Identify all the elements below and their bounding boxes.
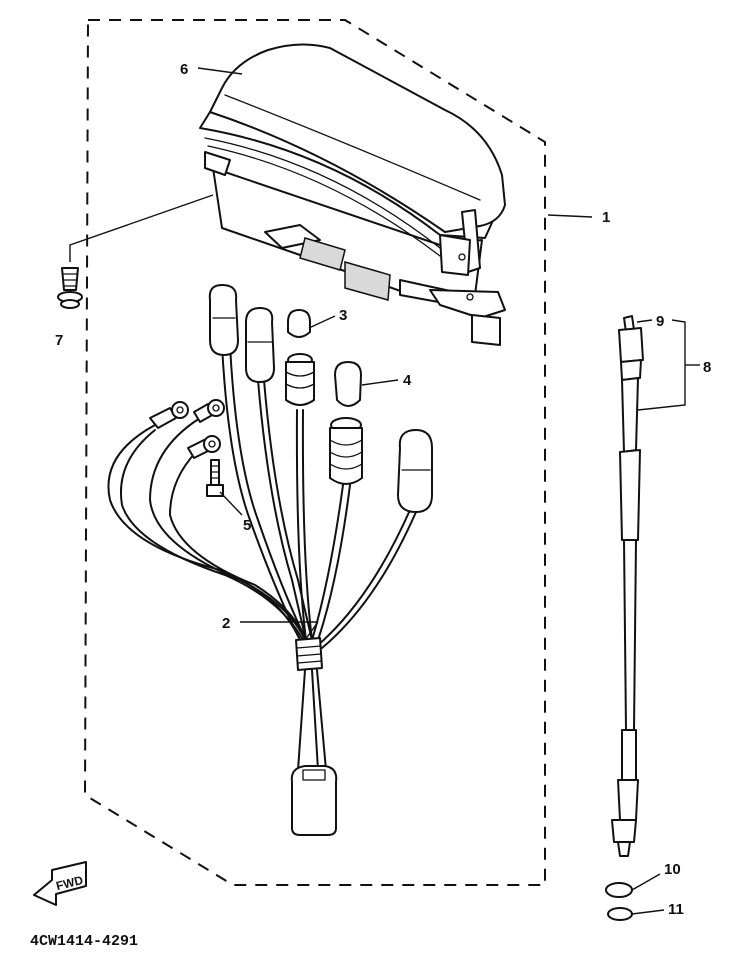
bulb-3	[287, 309, 311, 338]
speedometer-cable	[611, 315, 644, 857]
fwd-arrow-icon: FWD	[33, 861, 87, 906]
wire-harness	[107, 344, 417, 836]
callout-5: 5	[243, 517, 251, 534]
callout-3: 3	[339, 307, 347, 324]
diagram-code: 4CW1414-4291	[30, 933, 138, 950]
callout-11: 11	[668, 901, 684, 918]
svg-text:FWD: FWD	[55, 873, 85, 893]
ring-terminal-3	[187, 435, 221, 459]
meter-housing	[199, 43, 506, 346]
bulb-4	[334, 361, 362, 407]
socket-lower	[329, 417, 363, 485]
callout-10: 10	[664, 861, 681, 878]
terminal-screw	[206, 459, 224, 497]
ring-terminal-2	[193, 399, 225, 423]
gasket-11	[607, 907, 633, 921]
callout-4: 4	[403, 372, 412, 389]
callout-8: 8	[703, 359, 711, 376]
bulb-boot-right	[397, 429, 433, 513]
gasket-10	[605, 882, 633, 898]
callout-7: 7	[55, 332, 63, 349]
callout-1: 1	[602, 209, 610, 226]
ring-terminal-1	[149, 401, 189, 429]
mounting-screw	[57, 194, 214, 309]
assembly-boundary	[83, 19, 546, 886]
callout-9: 9	[656, 313, 664, 330]
bulb-boot-middle	[245, 307, 275, 383]
socket-upper	[285, 353, 315, 406]
callout-2: 2	[222, 615, 230, 632]
callout-6: 6	[180, 61, 188, 78]
leader-lines	[197, 67, 700, 915]
bulb-boot-left	[208, 284, 239, 356]
